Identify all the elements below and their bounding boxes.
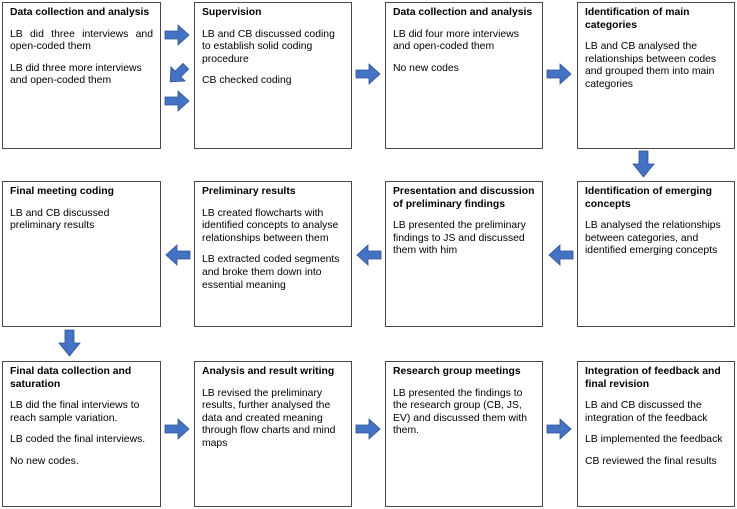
- step-text: LB did four more interviews and open-cod…: [393, 28, 519, 53]
- step-text: LB and CB discussed coding to establish …: [202, 28, 335, 65]
- step-title: Final data collection and saturation: [10, 366, 132, 390]
- step-text: LB and CB analysed the relationships bet…: [585, 41, 717, 90]
- step-title: Analysis and result writing: [202, 366, 335, 377]
- step-text: LB created flowcharts with identified co…: [202, 207, 339, 244]
- step-title: Identification of emerging concepts: [585, 186, 713, 210]
- step-title: Presentation and discussion of prelimina…: [393, 186, 535, 210]
- step-box: Presentation and discussion of prelimina…: [385, 181, 543, 327]
- step-box: Data collection and analysis LB did thre…: [2, 2, 161, 149]
- step-text: No new codes: [393, 62, 459, 74]
- step-text: LB revised the preliminary results, furt…: [202, 387, 336, 449]
- step-title: Preliminary results: [202, 186, 296, 197]
- step-title: Integration of feedback and final revisi…: [585, 366, 721, 390]
- step-text: LB presented the findings to the researc…: [393, 387, 527, 437]
- step-text: LB and CB discussed preliminary results: [10, 207, 110, 232]
- arrow-left-icon: [356, 244, 382, 266]
- step-title: Supervision: [202, 7, 262, 18]
- step-text: LB analysed the relationships between ca…: [585, 220, 721, 257]
- step-text: LB extracted coded segments and broke th…: [202, 254, 340, 291]
- step-text: LB did the final interviews to reach sam…: [10, 400, 140, 424]
- step-title: Data collection and analysis: [393, 7, 533, 18]
- step-box: Analysis and result writing LB revised t…: [194, 361, 352, 507]
- step-box: Research group meetings LB presented the…: [385, 361, 543, 507]
- arrow-down-icon: [632, 150, 655, 178]
- arrow-right-icon: [164, 418, 190, 440]
- arrow-left-icon: [548, 244, 574, 266]
- step-box: Supervision LB and CB discussed coding t…: [194, 2, 352, 149]
- step-title: Research group meetings: [393, 366, 521, 377]
- step-title: Identification of main categories: [585, 7, 690, 31]
- step-box: Identification of emerging concepts LB a…: [577, 181, 735, 327]
- arrow-down-left-icon: [169, 62, 190, 83]
- step-text: LB presented the preliminary findings to…: [393, 220, 526, 257]
- step-text: LB implemented the feedback: [585, 434, 723, 446]
- step-text: CB reviewed the final results: [585, 455, 717, 467]
- arrow-right-icon: [164, 90, 190, 112]
- step-text: LB and CB discussed the integration of t…: [585, 400, 708, 424]
- arrow-right-icon: [355, 63, 381, 85]
- step-box: Final data collection and saturation LB …: [2, 361, 161, 507]
- step-box: Preliminary results LB created flowchart…: [194, 181, 352, 327]
- step-text: No new codes.: [10, 455, 79, 467]
- arrow-right-icon: [546, 63, 572, 85]
- step-text: CB checked coding: [202, 75, 292, 87]
- arrow-right-icon: [546, 418, 572, 440]
- arrow-right-icon: [164, 24, 190, 46]
- step-text: LB did three interviews and open-coded t…: [10, 28, 153, 53]
- step-text: LB did three more interviews and open-co…: [10, 62, 142, 87]
- step-box: Integration of feedback and final revisi…: [577, 361, 735, 507]
- step-text: LB coded the final interviews.: [10, 434, 146, 446]
- arrow-right-icon: [355, 418, 381, 440]
- step-title: Data collection and analysis: [10, 7, 150, 18]
- arrow-left-icon: [165, 244, 191, 266]
- arrow-down-icon: [58, 329, 81, 357]
- step-box: Final meeting coding LB and CB discussed…: [2, 181, 161, 327]
- step-title: Final meeting coding: [10, 186, 114, 197]
- step-box: Identification of main categories LB and…: [577, 2, 735, 149]
- step-box: Data collection and analysis LB did four…: [385, 2, 543, 149]
